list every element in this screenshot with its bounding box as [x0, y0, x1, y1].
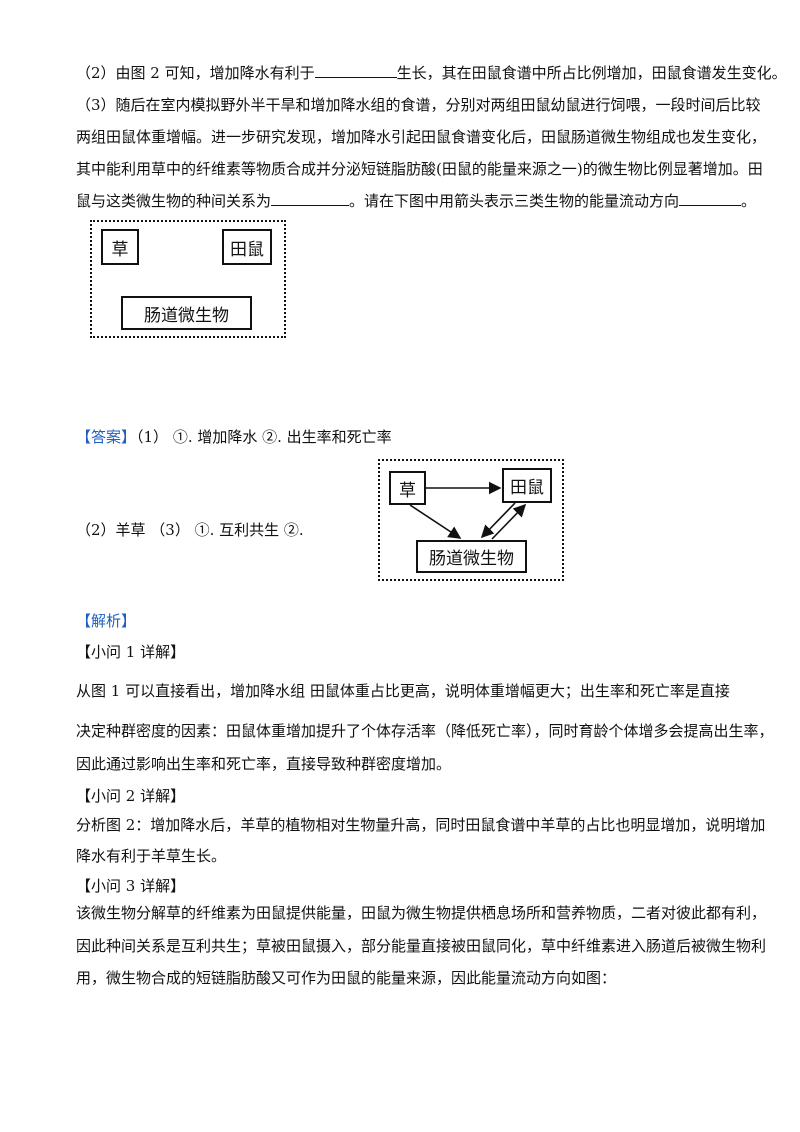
sub1-p2: 决定种群密度的因素：田鼠体重增加提升了个体存活率（降低死亡率），同时育龄个体增多…	[76, 722, 774, 740]
q3-line-4-a: 鼠与这类微生物的种间关系为	[76, 192, 272, 210]
question-grass-box: 草	[101, 229, 139, 265]
q2-blank	[314, 63, 397, 78]
arrow-vole-to-microbe	[480, 502, 516, 539]
q2-suffix: 生长，其在田鼠食谱中所占比例增加，田鼠食谱发生变化。	[396, 64, 787, 82]
q3-line-2: 两组田鼠体重增幅。进一步研究发现，增加降水引起田鼠食谱变化后，田鼠肠道微生物组成…	[76, 128, 767, 146]
question-microbe-box: 肠道微生物	[121, 296, 252, 330]
q3-line-3: 其中能利用草中的纤维素等物质合成并分泌短链脂肪酸(田鼠的能量来源之一)的微生物比…	[76, 160, 763, 178]
answer-vole-box: 田鼠	[502, 468, 552, 503]
q3-line-4-c: 。	[741, 192, 757, 210]
arrow-grass-to-microbe	[409, 504, 462, 539]
analysis-label: 【解析】	[76, 612, 137, 630]
q3-line-4: 鼠与这类微生物的种间关系为 。请在下图中用箭头表示三类生物的能量流动方向 。	[76, 191, 756, 211]
sub2-p1: 分析图 2：增加降水后，羊草的植物相对生物量升高，同时田鼠食谱中羊草的占比也明显…	[76, 816, 766, 834]
q2-prefix: （2）由图 2 可知，增加降水有利于	[76, 64, 315, 82]
answer-microbe-box: 肠道微生物	[416, 540, 527, 573]
q3-line-1: （3）随后在室内模拟野外半干旱和增加降水组的食谱，分别对两组田鼠幼鼠进行饲喂，一…	[76, 96, 761, 114]
answer-label: 【答案】	[76, 428, 137, 446]
answer-part-1: （1） ①. 增加降水 ②. 出生率和死亡率	[136, 428, 392, 446]
question-diagram-frame	[90, 220, 286, 338]
sub3-p2: 因此种间关系是互利共生；草被田鼠摄入，部分能量直接被田鼠同化，草中纤维素进入肠道…	[76, 937, 767, 955]
sub2-title: 【小问 2 详解】	[76, 787, 186, 805]
sub1-title: 【小问 1 详解】	[76, 643, 186, 661]
sub1-p1: 从图 1 可以直接看出，增加降水组 田鼠体重占比更高，说明体重增幅更大；出生率和…	[76, 682, 730, 700]
answer-line-1: 【答案】（1） ①. 增加降水 ②. 出生率和死亡率	[76, 427, 392, 447]
q3-line-4-b: 。请在下图中用箭头表示三类生物的能量流动方向	[349, 192, 680, 210]
q3-blank-2	[679, 191, 742, 206]
sub3-p1: 该微生物分解草的纤维素为田鼠提供能量，田鼠为微生物提供栖息场所和营养物质，二者对…	[76, 904, 767, 922]
sub3-p3: 用，微生物合成的短链脂肪酸又可作为田鼠的能量来源，因此能量流动方向如图：	[76, 969, 617, 987]
sub3-title: 【小问 3 详解】	[76, 877, 186, 895]
answer-line-2: （2）羊草 （3） ①. 互利共生 ②.	[76, 521, 304, 539]
sub2-p2: 降水有利于羊草生长。	[76, 847, 227, 865]
q3-blank-1	[271, 191, 350, 206]
answer-grass-box: 草	[389, 471, 426, 505]
q2-line: （2）由图 2 可知，增加降水有利于 生长，其在田鼠食谱中所占比例增加，田鼠食谱发…	[76, 63, 787, 83]
answer-diagram-frame	[378, 459, 564, 581]
sub1-p3: 因此通过影响出生率和死亡率，直接导致种群密度增加。	[76, 755, 452, 773]
question-vole-box: 田鼠	[222, 229, 272, 265]
arrow-microbe-to-vole	[491, 503, 527, 540]
